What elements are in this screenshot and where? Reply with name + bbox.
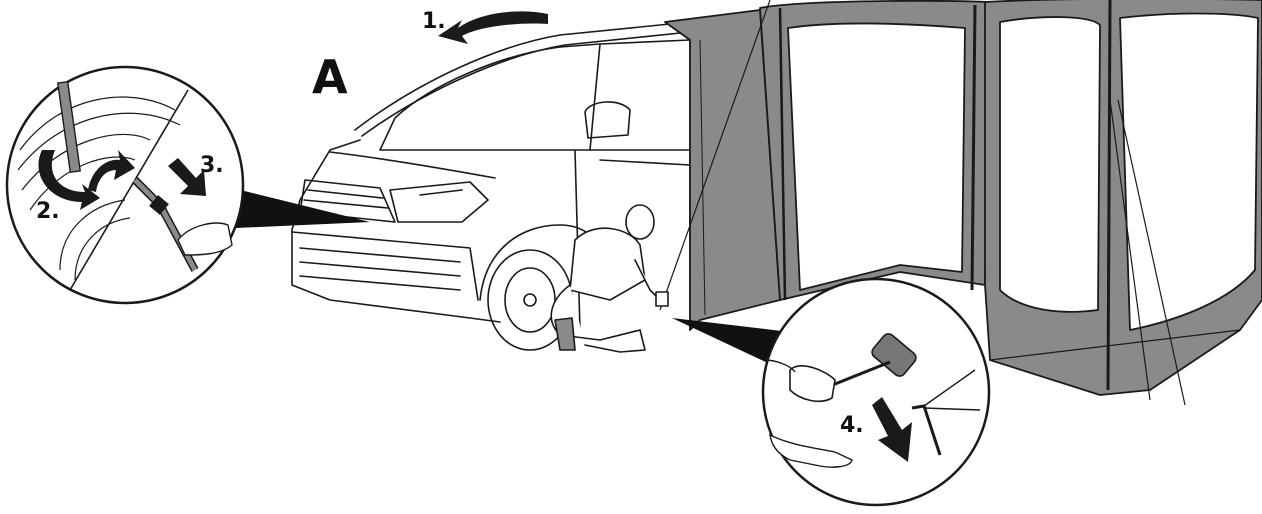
- step-1-label: 1.: [422, 9, 446, 34]
- van-windscreen: [380, 44, 600, 150]
- person-torso: [570, 228, 645, 300]
- step-4-label: 4.: [840, 413, 864, 438]
- mallet-small: [656, 292, 668, 306]
- person-head: [626, 205, 654, 239]
- detail-circle-right: [763, 279, 989, 505]
- van-body: [292, 140, 500, 322]
- awning-window-right: [1120, 14, 1258, 331]
- awning-doorway: [788, 24, 965, 291]
- detail-circle-left: [7, 67, 243, 303]
- step-3-label: 3.: [200, 153, 224, 178]
- curved-arrow-icon: [438, 11, 548, 44]
- panel-letter-label: A: [312, 50, 348, 104]
- van-bonnet: [330, 152, 495, 178]
- awning-window-left: [1000, 17, 1100, 312]
- step-2-label: 2.: [36, 199, 60, 224]
- van-headlight: [390, 182, 488, 222]
- van-roof: [355, 22, 690, 130]
